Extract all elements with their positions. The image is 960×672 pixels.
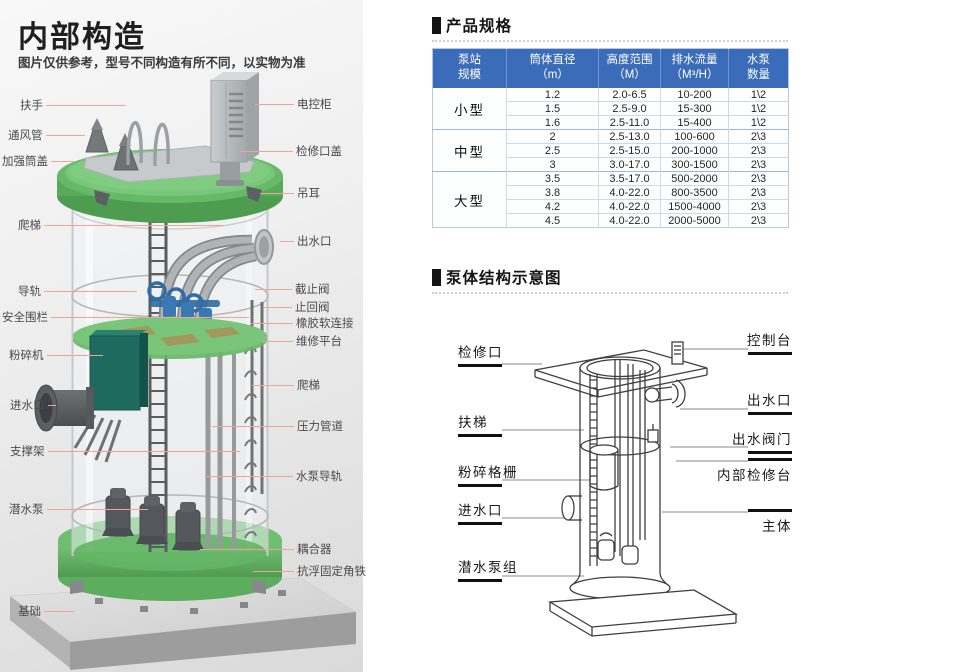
part-label-pati-right: 爬梯 [252,378,320,392]
part-label-pati: 爬梯 [18,218,224,232]
part-label-kangfugudingjiaotie: 抗浮固定角铁 [253,564,366,578]
group-cell-large: 大型 [432,171,507,228]
column-header-flow: 排水流量（M³/H） [660,48,729,88]
part-label-jiezhifa: 截止阀 [255,282,330,296]
photo-panel: 内部构造 图片仅供参考，型号不同构造有所不同，以实物为准 扶手 通风管 加强筒盖… [0,0,366,672]
structure-section-title: 泵体结构示意图 [446,270,562,287]
structure-label-zhuti: 主体 [748,509,792,535]
part-label-jinshuikou: 进水口 [10,398,56,412]
part-label-tongfengguan: 通风管 [8,128,85,142]
section-marker-icon [432,16,441,34]
part-label-zhihuifa: 止回阀 [263,300,330,314]
structure-label-jianxiukou: 检修口 [458,341,503,367]
part-label-qianshuibeng: 潜水泵 [9,502,148,516]
part-label-diankonggui: 电控柜 [255,97,332,111]
part-label-anquanweilan: 安全围栏 [2,310,249,324]
page-title: 内部构造 [18,21,146,54]
structure-label-chushuikou: 出水口 [747,389,792,415]
part-label-yaliguandao: 压力管道 [212,419,343,433]
part-label-ouheqi: 耦合器 [200,542,332,556]
column-header-scale: 泵站规模 [432,48,507,88]
page-subtitle: 图片仅供参考，型号不同构造有所不同，以实物为准 [18,56,306,70]
structure-label-futi: 扶梯 [458,411,502,437]
structure-label-kongzhitai: 控制台 [747,329,792,355]
pump-station-illustration [9,72,357,670]
column-header-height: 高度范围（M） [598,48,661,88]
section-marker-icon [432,268,441,286]
part-label-xiangjiaoruanlianjie: 橡胶软连接 [250,316,354,330]
dotted-rule [432,292,788,294]
spec-table-header-row: 泵站规模 筒体直径（m） 高度范围（M） 排水流量（M³/H） 水泵数量 [432,48,789,88]
part-label-shuibengdaogui: 水泵导轨 [205,469,342,483]
part-label-jiaqiangtonggai: 加强筒盖 [2,154,74,168]
structure-label-fensuigeshan: 粉碎格栅 [458,461,518,487]
part-label-fushou: 扶手 [20,98,126,112]
part-label-jichu: 基础 [18,604,74,618]
group-cell-medium: 中型 [432,129,507,172]
part-label-jianxiukougai: 检修口盖 [240,144,342,158]
part-label-chushuikou: 出水口 [280,234,332,248]
spec-section-title: 产品规格 [446,18,513,35]
spec-table: 泵站规模 筒体直径（m） 高度范围（M） 排水流量（M³/H） 水泵数量 小型 … [432,48,789,229]
part-label-fensuiji: 粉碎机 [9,348,103,362]
dotted-rule [432,40,788,42]
column-header-diameter: 筒体直径（m） [506,48,599,88]
spec-section-header: 产品规格 [432,14,512,36]
structure-label-chushuifamen: 出水阀门 [732,428,792,454]
structure-label-neibujianxiutai: 内部检修台 [717,458,792,484]
group-cell-small: 小型 [432,87,507,130]
part-label-zhichengjia: 支撑架 [10,444,240,458]
structure-label-jinshuikou: 进水口 [458,499,503,525]
part-label-daogui: 导轨 [18,284,137,298]
structure-label-qianshuibengzu: 潜水泵组 [458,556,518,582]
part-label-diaoer: 吊耳 [260,186,320,200]
structure-section-header: 泵体结构示意图 [432,266,562,288]
part-label-weixiupingtai: 维修平台 [262,334,342,348]
structure-diagram [502,341,748,637]
column-header-pumps: 水泵数量 [728,48,789,88]
